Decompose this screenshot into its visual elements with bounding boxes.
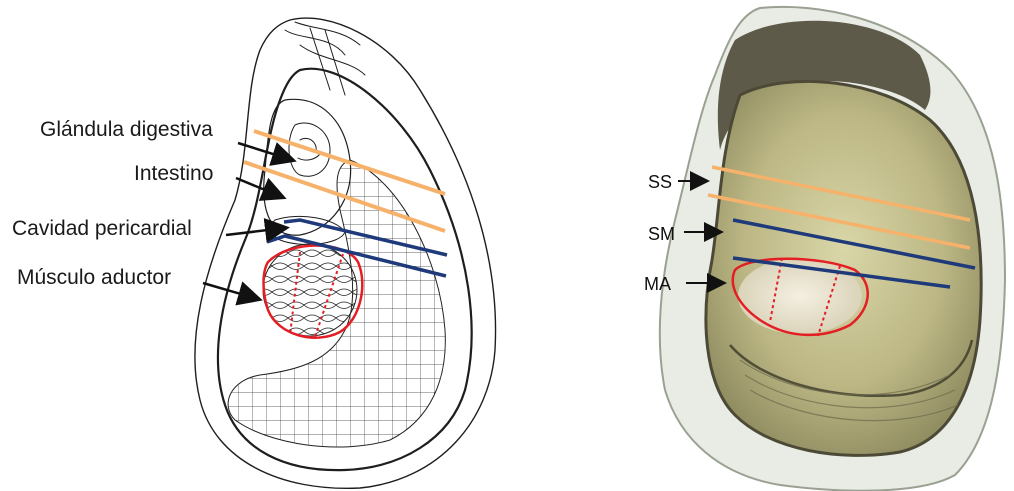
label-musculo-aductor: Músculo aductor xyxy=(17,266,171,289)
photo-adductor xyxy=(738,258,862,334)
visceral-mass xyxy=(264,99,351,235)
label-intestino: Intestino xyxy=(134,162,213,185)
arrow-musculo xyxy=(203,283,258,299)
right-photo xyxy=(660,7,1005,491)
label-cavidad-pericardial: Cavidad pericardial xyxy=(12,217,192,240)
hinge xyxy=(285,22,365,95)
arrow-cavidad xyxy=(226,228,285,235)
label-sm: SM xyxy=(648,224,675,244)
label-ma: MA xyxy=(644,274,671,294)
label-glandula-digestiva: Glándula digestiva xyxy=(40,118,213,141)
left-drawing xyxy=(195,18,496,488)
label-ss: SS xyxy=(648,172,672,192)
photo-flesh xyxy=(706,81,981,455)
